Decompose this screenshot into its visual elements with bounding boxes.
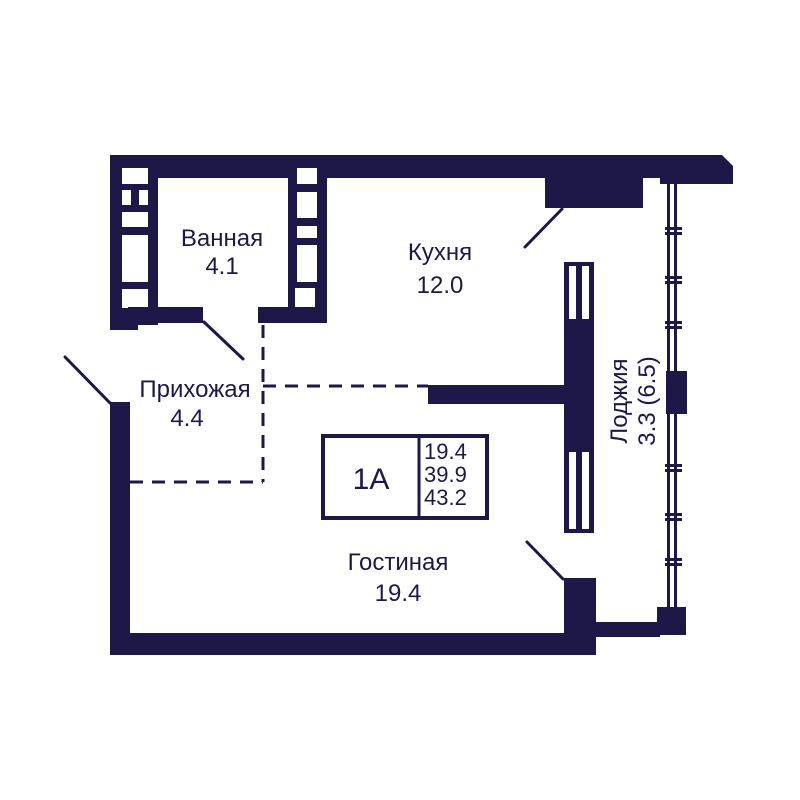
wall-bathroom-bottom-right (258, 307, 317, 323)
unit-area-total: 43.2 (424, 485, 467, 510)
room-area-hallway: 4.4 (170, 405, 203, 432)
room-label-hallway: Прихожая (139, 376, 250, 403)
room-area-kitchen: 12.0 (417, 272, 464, 299)
shaft-vent-cutout (297, 226, 317, 238)
room-labels: Ванная 4.1 Кухня 12.0 Прихожая 4.4 Гости… (139, 225, 661, 607)
bathroom-door-swing-line (202, 320, 245, 361)
wall-bathroom-bottom-left (128, 307, 203, 323)
wall-top (110, 155, 733, 184)
unit-info-box: 1A 19.4 39.9 43.2 (321, 434, 489, 520)
shaft-vent-cutout (139, 190, 148, 205)
entrance-door-swing-line (63, 355, 112, 405)
room-area-bathroom: 4.1 (205, 253, 238, 280)
wall-loggia-bottom (594, 622, 660, 637)
kitchen-balcony-door-swing-line (523, 207, 564, 249)
wall-kitchen-living-divider (428, 385, 594, 404)
windows (564, 184, 682, 607)
wall-left-lower (110, 402, 130, 655)
room-area-loggia: 3.3 (6.5) (634, 356, 661, 445)
shaft-vent-cutout (122, 235, 148, 282)
room-area-living: 19.4 (375, 580, 422, 607)
shaft-vent-cutout (295, 288, 315, 307)
wall-kitchen-pier (545, 155, 563, 208)
room-label-kitchen: Кухня (408, 239, 472, 266)
wall-bottom (110, 633, 596, 655)
window-icon (564, 262, 594, 323)
room-label-loggia: Лоджия (606, 358, 633, 443)
shaft-vent-cutout (122, 289, 148, 308)
walls (110, 155, 733, 655)
shaft-vent-cutout (297, 168, 317, 184)
unit-info-box-frame (321, 434, 489, 520)
room-label-bathroom: Ванная (181, 225, 263, 252)
living-balcony-door-swing-line (525, 540, 565, 581)
shaft-vent-cutout (122, 168, 148, 184)
loggia-glazing-icon (665, 184, 682, 607)
room-label-living: Гостиная (348, 549, 449, 576)
unit-area-without-loggia: 39.9 (424, 462, 467, 487)
unit-area-living: 19.4 (424, 439, 467, 464)
hallway-boundary (130, 325, 428, 484)
shaft-vent-cutout (122, 212, 148, 227)
window-icon (564, 448, 594, 533)
shaft-vent-cutout (122, 190, 131, 205)
doors (63, 207, 565, 581)
wall-loggia-top-bar (563, 177, 643, 208)
unit-label: 1A (353, 463, 390, 496)
shaft-vent-cutout (297, 245, 317, 282)
room-label-loggia-group: Лоджия 3.3 (6.5) (606, 356, 661, 445)
shaft-vent-cutout (297, 192, 317, 218)
wall-loggia-bottom-block (657, 607, 686, 635)
